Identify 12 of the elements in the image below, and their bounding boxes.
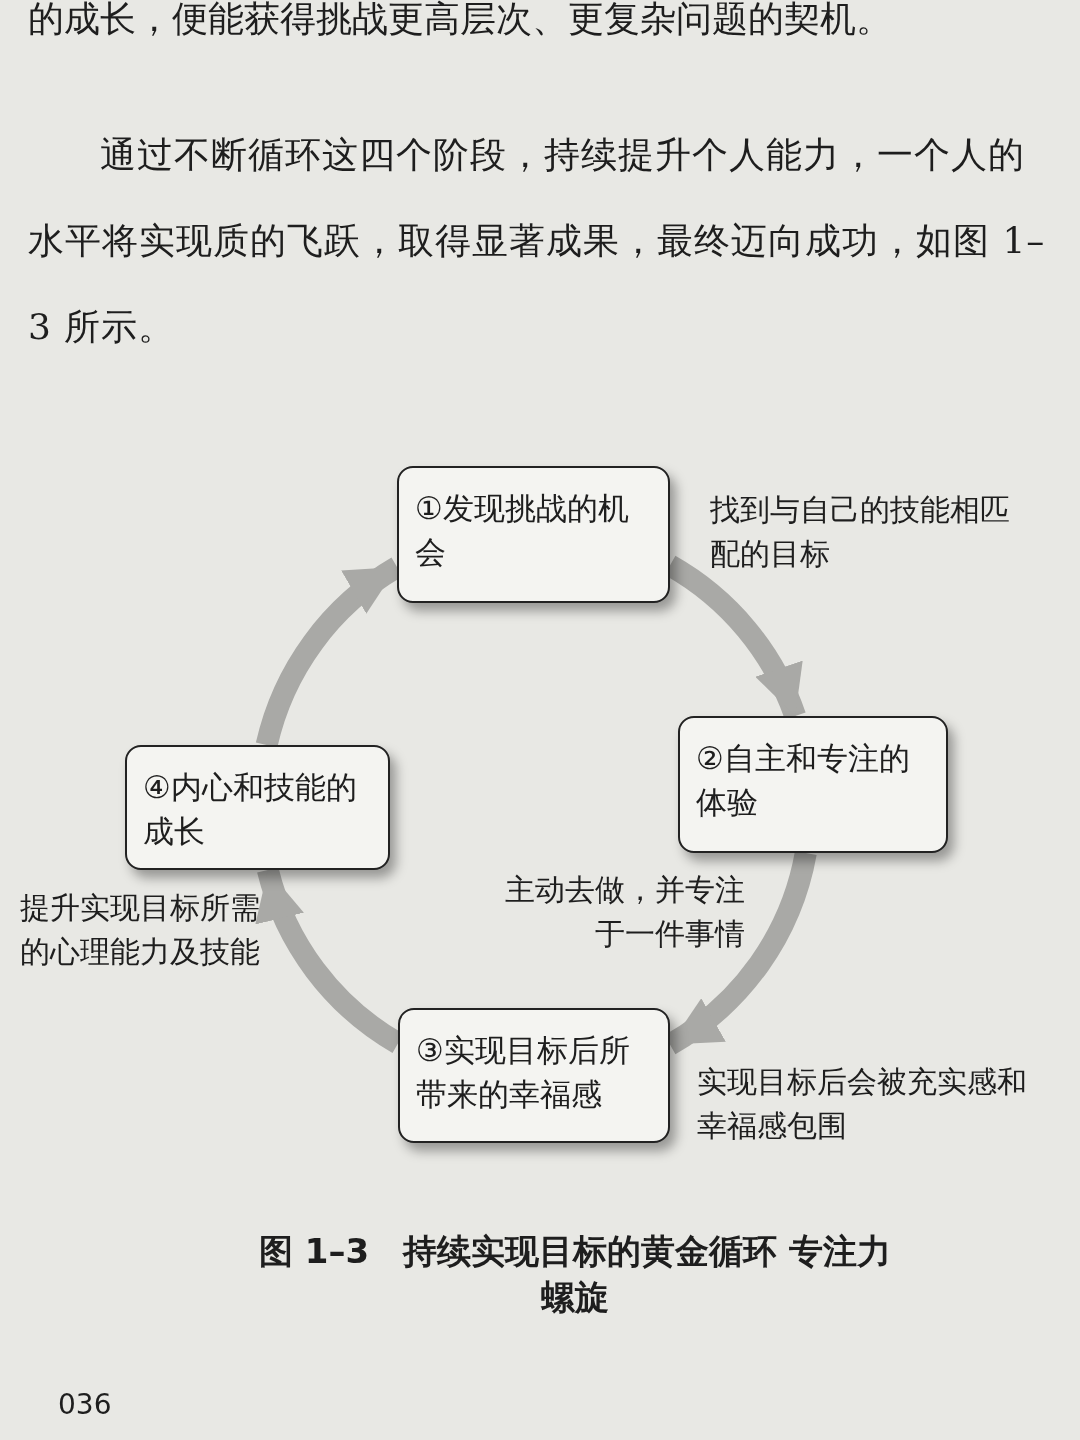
body-text: 的成长，便能获得挑战更高层次、更复杂问题的契机。 bbox=[28, 0, 893, 41]
body-text: 通过不断循环这四个阶段，持续提升个人能力，一个人的水平将实现质的飞跃，取得显著成果，最终迈向成功，如图 1–3 所示。 bbox=[28, 133, 1047, 349]
description-text: 提升实现目标所需的心理能力及技能 bbox=[20, 889, 261, 971]
page-number: 036 bbox=[58, 1388, 112, 1421]
process-box: ②自主和专注的体验 bbox=[678, 716, 948, 853]
figure-caption: 图 1–3 持续实现目标的黄金循环 专注力螺旋 bbox=[258, 1230, 892, 1319]
description-text: 实现目标后会被充实感和幸福感包围 bbox=[697, 1063, 1028, 1145]
process-box: ③实现目标后所带来的幸福感 bbox=[398, 1008, 670, 1143]
description-text: 主动去做，并专注于一件事情 bbox=[504, 871, 745, 953]
process-box: ④内心和技能的成长 bbox=[125, 745, 390, 870]
description-text: 找到与自己的技能相匹配的目标 bbox=[710, 491, 1010, 573]
process-box: ①发现挑战的机会 bbox=[397, 466, 670, 603]
